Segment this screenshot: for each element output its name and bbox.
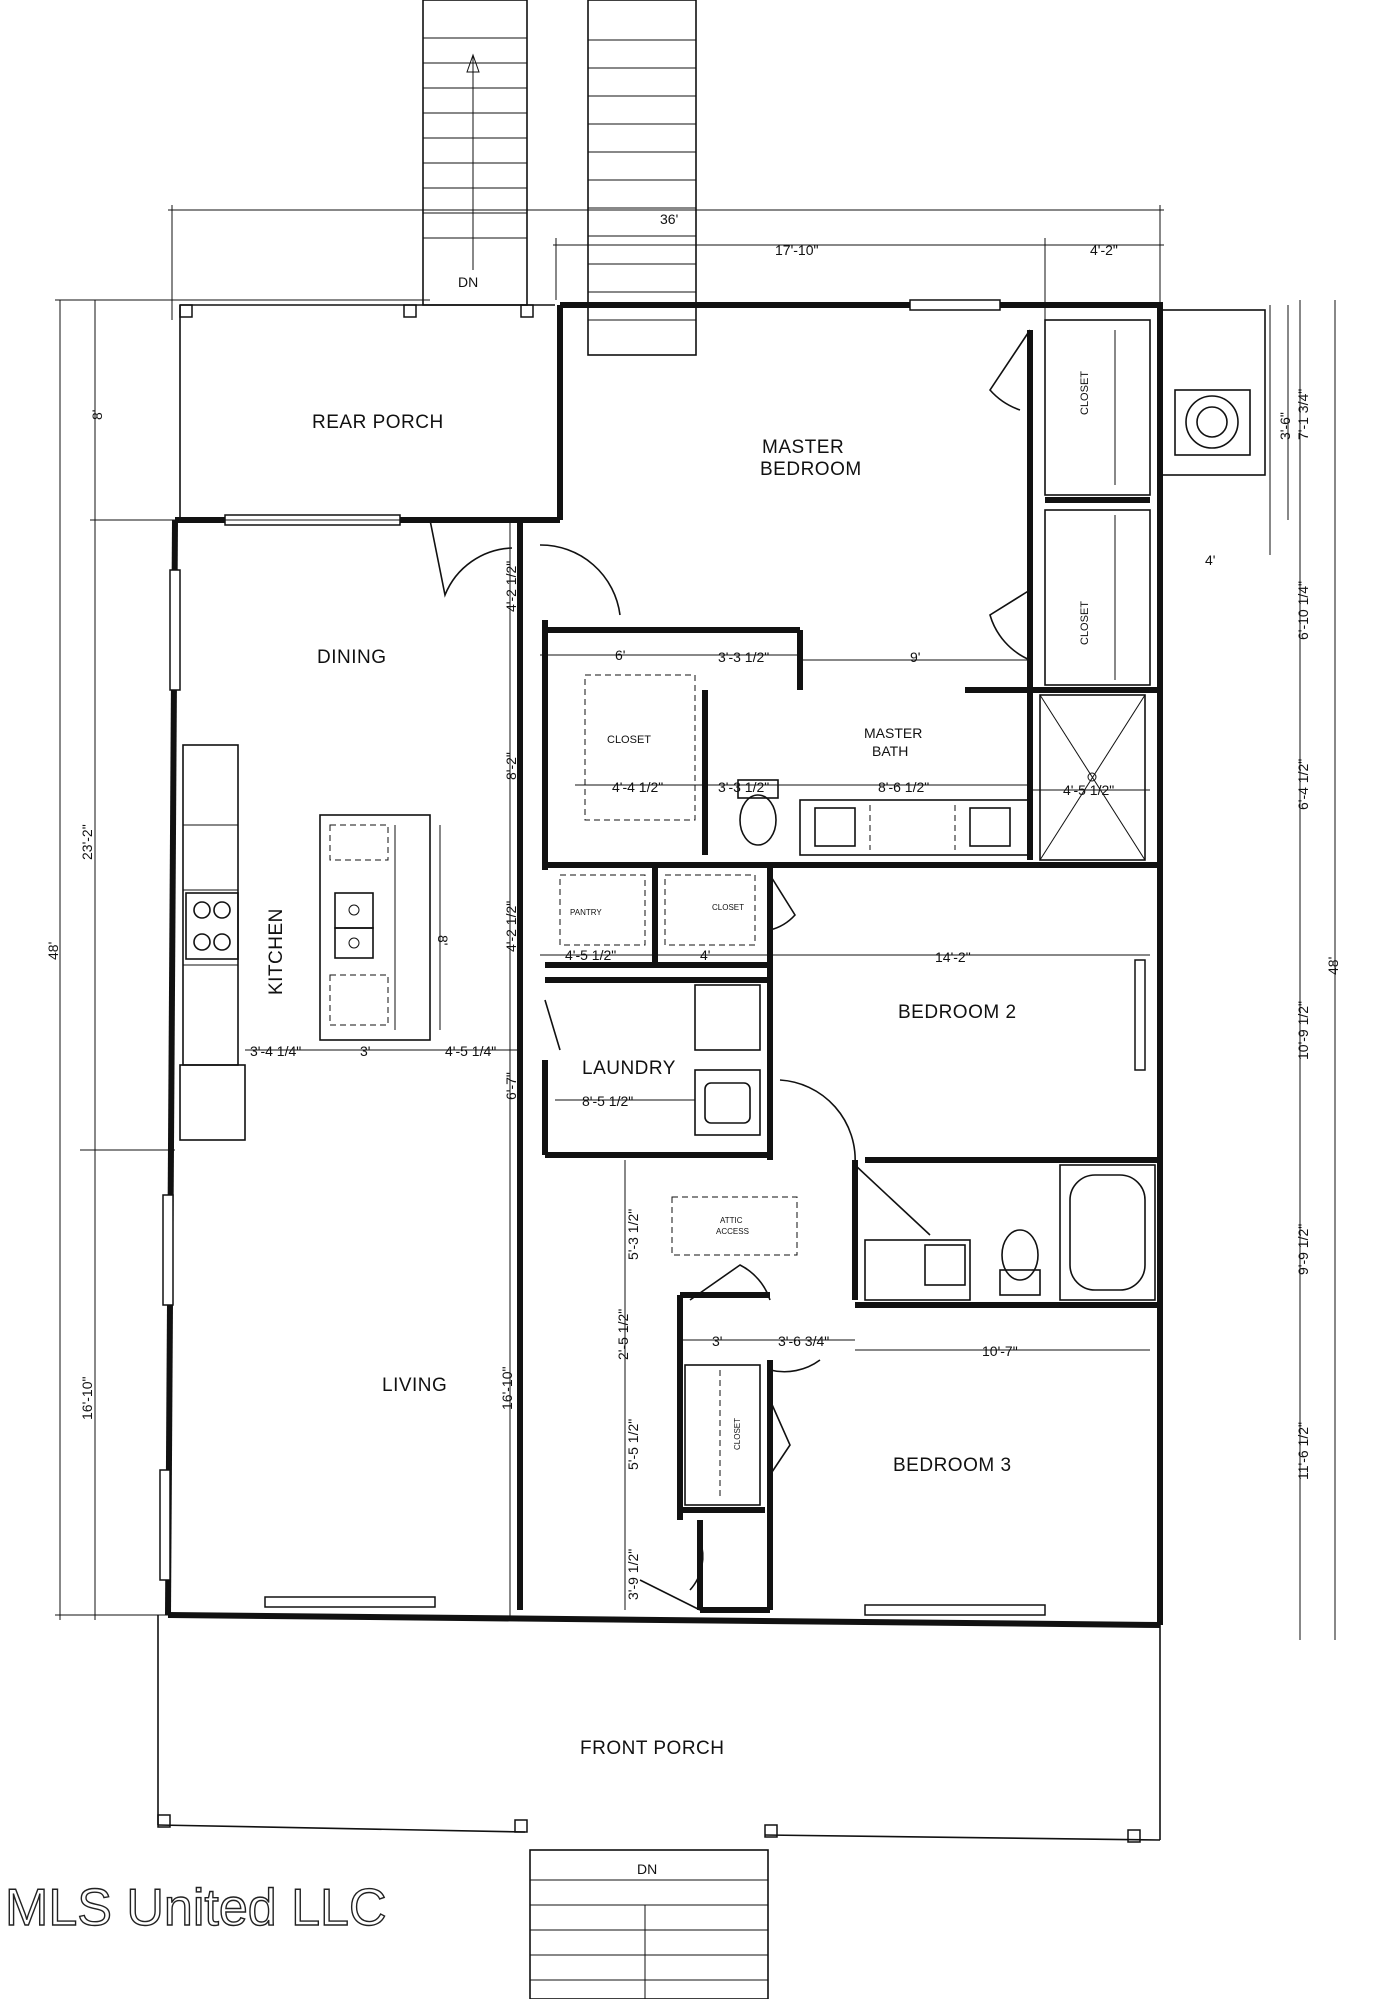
hall-closet-shelving <box>684 1364 761 1506</box>
attic-access-hatch <box>671 1196 798 1256</box>
dim-mb-3-3: 3'-3 1/2" <box>718 779 769 795</box>
room-label-bedroom3: BEDROOM 3 <box>893 1455 1012 1476</box>
dim-dining-kitchen: 23'-2" <box>79 824 95 860</box>
room-label-attic-line1: ATTIC <box>720 1216 743 1225</box>
dim-mb-bath-w: 9' <box>910 649 920 665</box>
dim-pantry-w: 4'-5 1/2" <box>565 947 616 963</box>
rear-stair-left <box>422 0 528 306</box>
interior-walls <box>517 330 1160 1613</box>
dim-mb-closet-depth: 8'-2" <box>503 752 519 780</box>
right-closets <box>1044 319 1151 686</box>
dim-porch-depth: 8' <box>89 410 105 420</box>
dim-closet-width: 4'-2" <box>1090 242 1118 258</box>
front-porch-outline <box>157 1615 1161 1843</box>
dim-shower-w: 4'-5 1/2" <box>1063 782 1114 798</box>
dim-closet-4: 4' <box>700 947 710 963</box>
room-label-attic-line2: ACCESS <box>716 1227 749 1236</box>
exterior-walls <box>165 302 1163 1628</box>
dim-living-left: 16'-10" <box>79 1377 95 1420</box>
room-label-hall-closet: CLOSET <box>712 903 744 912</box>
dim-bath2-depth: 9'-9 1/2" <box>1295 1224 1311 1275</box>
room-label-master-bedroom-line1: MASTER <box>762 437 844 458</box>
room-label-kitchen: KITCHEN <box>266 908 287 995</box>
side-dimension-lines <box>55 299 1336 1640</box>
room-label-dining: DINING <box>317 647 387 668</box>
room-label-closet-right-a: CLOSET <box>1079 371 1091 415</box>
dim-kit-c: 4'-5 1/4" <box>445 1043 496 1059</box>
dim-hall-c: 2'-5 1/2" <box>615 1309 631 1360</box>
master-toilet-icon <box>737 779 779 846</box>
bathtub-icon <box>1059 1164 1156 1301</box>
dim-mb-vanity: 8'-6 1/2" <box>878 779 929 795</box>
dim-living-mid: 16'-10" <box>499 1367 515 1410</box>
dim-closet3-depth: 5'-5 1/2" <box>625 1419 641 1470</box>
master-closet-shelving <box>584 674 706 821</box>
dim-island-depth: 8' <box>435 935 451 945</box>
dim-mb-closet-a: 3'-3 1/2" <box>718 649 769 665</box>
room-label-master-bath-line1: MASTER <box>864 725 922 741</box>
dim-closet-right: 6'-10 1/4" <box>1295 581 1311 640</box>
dim-right-total: 48' <box>1325 957 1341 975</box>
room-label-master-bath-line2: BATH <box>872 743 908 759</box>
dim-hall-36: 3'-6 3/4" <box>778 1333 829 1349</box>
dim-overall-width: 36' <box>660 211 678 227</box>
dim-bed2-w: 14'-2" <box>935 949 971 965</box>
dim-hall-b: 4'-2 1/2" <box>503 901 519 952</box>
dim-bed3-w: 10'-7" <box>982 1343 1018 1359</box>
dim-hall-3: 3' <box>712 1333 722 1349</box>
room-label-laundry: LAUNDRY <box>582 1058 676 1079</box>
sink-icon <box>348 904 360 949</box>
dim-entry-depth: 3'-9 1/2" <box>625 1549 641 1600</box>
dim-hall-a: 4'-2 1/2" <box>503 561 519 612</box>
room-label-master-closet: CLOSET <box>607 734 651 746</box>
dim-kit-a: 3'-4 1/4" <box>250 1043 301 1059</box>
front-stair <box>529 1849 769 1999</box>
ac-unit-icon <box>1159 309 1266 476</box>
room-label-rear-porch: REAR PORCH <box>312 412 444 433</box>
room-label-master-bedroom-line2: BEDROOM <box>760 459 862 480</box>
shower-icon <box>1039 694 1146 861</box>
kitchen-island <box>319 814 431 1041</box>
rear-stair-dn-label: DN <box>458 274 478 290</box>
room-label-front-porch: FRONT PORCH <box>580 1738 724 1759</box>
rear-stair-right <box>587 0 697 356</box>
dim-attic-depth: 5'-3 1/2" <box>625 1209 641 1260</box>
room-label-pantry: PANTRY <box>570 908 602 917</box>
dim-mb-closet-w: 6' <box>615 647 625 663</box>
dim-bath-right: 6'-4 1/2" <box>1295 759 1311 810</box>
room-label-bedroom2: BEDROOM 2 <box>898 1002 1017 1023</box>
dim-ac-pad-b: 7'-1 3/4" <box>1295 389 1311 440</box>
room-label-bed3-closet: CLOSET <box>733 1418 742 1450</box>
dim-kit-b: 3' <box>360 1043 370 1059</box>
dim-bed2-depth: 10'-9 1/2" <box>1295 1001 1311 1060</box>
master-vanity <box>799 799 1033 856</box>
watermark-text: MLS United LLC <box>5 1879 387 1937</box>
doors <box>429 329 1031 1611</box>
dim-bed3-depth: 11'-6 1/2" <box>1295 1422 1311 1480</box>
dim-left-total: 48' <box>45 942 61 960</box>
dim-ac-pad-w: 4' <box>1205 552 1215 568</box>
room-label-living: LIVING <box>382 1375 447 1396</box>
dim-mb-4-4: 4'-4 1/2" <box>612 779 663 795</box>
interior-dimension-lines <box>245 520 1150 1620</box>
dim-laundry-depth: 6'-7" <box>503 1072 519 1100</box>
kitchen-counter <box>179 744 246 1141</box>
windows <box>159 299 1146 1616</box>
dim-laundry-w: 8'-5 1/2" <box>582 1093 633 1109</box>
front-stair-dn-label: DN <box>637 1861 657 1877</box>
bath2-fixtures <box>864 1229 1041 1301</box>
top-dimension-lines <box>168 205 1164 330</box>
dim-rear-width: 17'-10" <box>775 242 818 258</box>
pantry-shelves <box>559 874 756 946</box>
room-label-closet-right-b: CLOSET <box>1079 601 1091 645</box>
range-icon <box>185 892 239 960</box>
washer-dryer-icon <box>694 984 761 1136</box>
dim-ac-pad-a: 3'-6" <box>1277 412 1293 440</box>
